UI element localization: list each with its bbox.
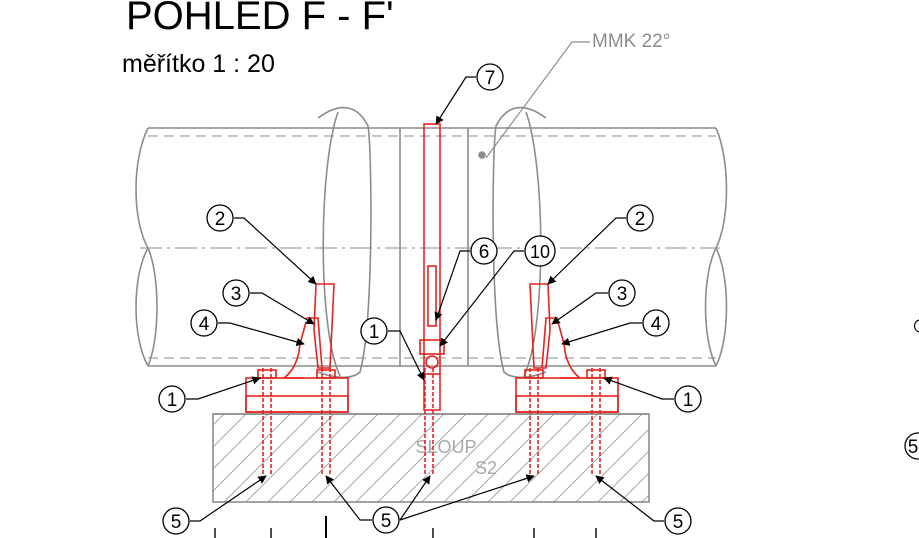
pipe: [135, 106, 728, 379]
leader-lines: [186, 76, 674, 522]
callout-6: 6: [470, 237, 498, 265]
drawing-title: POHLED F - F': [126, 0, 394, 38]
anchor-bolt-group: [262, 368, 601, 476]
callout-5-center: 5: [372, 506, 400, 534]
callouts: 7 2 2 6 10 3 3 4 4 1 1 1 5 5 5 5: [158, 63, 919, 535]
drawing-scale: měřítko 1 : 20: [122, 50, 275, 78]
svg-text:7: 7: [485, 68, 496, 89]
callout-2-right: 2: [626, 204, 654, 232]
callout-2-left: 2: [206, 204, 234, 232]
svg-text:3: 3: [617, 284, 628, 305]
svg-text:6: 6: [479, 242, 490, 263]
svg-text:1: 1: [369, 322, 380, 343]
svg-text:5: 5: [381, 511, 392, 532]
callout-4-right: 4: [642, 309, 670, 337]
svg-text:10: 10: [530, 242, 550, 262]
svg-text:3: 3: [231, 284, 242, 305]
grid-reference-label: MMK 22°: [592, 31, 670, 52]
callout-3-right: 3: [608, 279, 636, 307]
callout-3-left: 3: [222, 279, 250, 307]
svg-text:4: 4: [199, 314, 210, 335]
svg-text:1: 1: [683, 390, 694, 411]
svg-text:5: 5: [908, 437, 919, 458]
svg-text:5: 5: [673, 512, 684, 533]
callout-10: 10: [524, 235, 556, 267]
callout-5-left: 5: [162, 507, 190, 535]
callout-1-left: 1: [158, 385, 186, 413]
callout-5-edge: 5: [904, 432, 919, 460]
column-label-line2: S2: [475, 458, 497, 478]
callout-1-center: 1: [360, 317, 388, 345]
grid-reference-leader: [485, 41, 590, 159]
callout-4-left: 4: [190, 309, 218, 337]
callout-5-right: 5: [664, 507, 692, 535]
column-label-line1: SLOUP: [415, 437, 476, 457]
svg-text:4: 4: [651, 314, 662, 335]
svg-text:1: 1: [167, 390, 178, 411]
concrete-column: [212, 413, 650, 503]
callout-1-right: 1: [674, 385, 702, 413]
bottom-ticks: [214, 516, 597, 538]
svg-text:2: 2: [635, 209, 646, 230]
svg-text:2: 2: [215, 209, 226, 230]
svg-text:5: 5: [171, 512, 182, 533]
edge-partial-mark: [913, 319, 919, 333]
callout-7: 7: [476, 63, 504, 91]
